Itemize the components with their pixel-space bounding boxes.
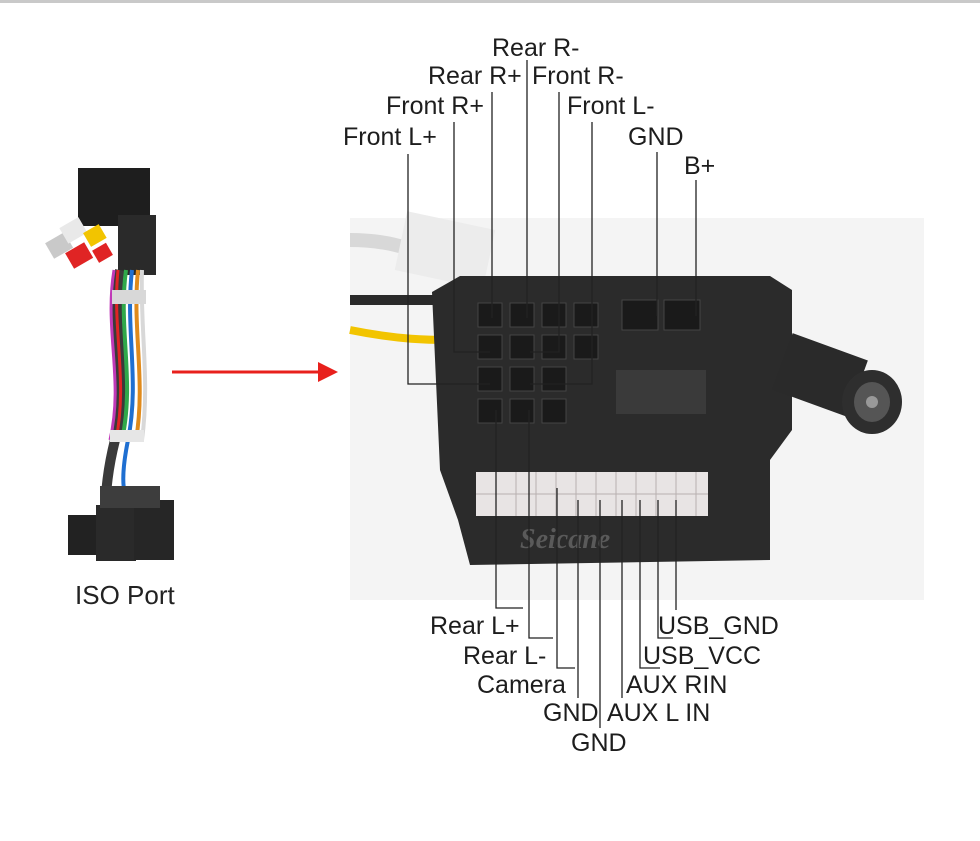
pin-label-aux-rin: AUX RIN (626, 671, 728, 699)
pin-label-gnd-top: GND (628, 123, 684, 151)
pin-label-rear-r-minus: Rear R- (492, 34, 580, 62)
pin-label-b-plus: B+ (684, 152, 716, 180)
watermark-text: Seicane (520, 524, 610, 555)
iso-port-label: ISO Port (75, 580, 175, 610)
pin-label-rear-r-plus: Rear R+ (428, 62, 522, 90)
pin-label-front-r-plus: Front R+ (386, 92, 484, 120)
pin-label-front-l-minus: Front L- (567, 92, 655, 120)
pin-label-gnd-1: GND (543, 699, 599, 727)
pin-label-usb-gnd: USB_GND (658, 612, 779, 640)
pin-label-aux-l-in: AUX L IN (607, 699, 711, 727)
pin-label-front-r-minus: Front R- (532, 62, 624, 90)
pin-label-camera: Camera (477, 671, 566, 699)
top-divider (0, 0, 980, 3)
pin-label-front-l-plus: Front L+ (343, 123, 437, 151)
pin-label-usb-vcc: USB_VCC (643, 642, 762, 670)
pin-label-gnd-2: GND (571, 729, 627, 757)
pin-label-rear-l-minus: Rear L- (463, 642, 547, 670)
pin-label-rear-l-plus: Rear L+ (430, 612, 520, 640)
